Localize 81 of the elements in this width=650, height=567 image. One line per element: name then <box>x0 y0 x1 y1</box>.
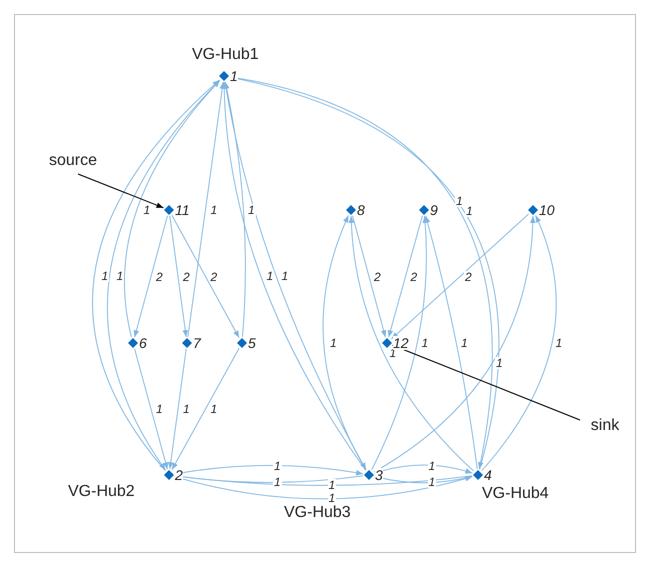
arrow <box>224 81 246 338</box>
edge-label: 2 <box>210 270 218 282</box>
edge-label: 1 <box>420 336 430 348</box>
node-number: 6 <box>139 336 147 350</box>
edge-label: 1 <box>455 194 464 206</box>
leader-arrow <box>392 344 580 420</box>
arrow <box>187 82 225 338</box>
node-number: 2 <box>175 468 183 482</box>
arrow <box>424 215 478 470</box>
edge-label: 1 <box>328 479 336 491</box>
graph-node <box>419 203 438 217</box>
arrow <box>482 214 557 471</box>
graph-node <box>164 203 190 217</box>
node-number: 10 <box>539 203 555 217</box>
arrow <box>388 215 423 338</box>
graph-node <box>237 336 256 350</box>
edge-label: 1 <box>266 270 274 282</box>
hub-label: VG-Hub4 <box>482 486 549 502</box>
edge-label: 1 <box>155 403 164 415</box>
graph-node <box>128 336 147 350</box>
edge-label: 1 <box>142 204 152 216</box>
graph-node <box>346 203 365 217</box>
annotation-text: sink <box>580 415 630 437</box>
node-number: 3 <box>375 468 383 482</box>
edge-label: 1 <box>182 403 191 415</box>
arrow <box>171 214 240 338</box>
annotation-text: source <box>38 150 108 172</box>
leader-arrow <box>78 174 164 208</box>
arrow <box>168 348 187 470</box>
edge-label: 1 <box>116 270 124 282</box>
arrow <box>374 216 536 472</box>
edge-label: 1 <box>273 460 282 472</box>
edge-label: 2 <box>182 270 191 282</box>
graph-node <box>382 336 409 350</box>
hub-label: VG-Hub3 <box>284 505 351 521</box>
node-number: 8 <box>357 203 365 217</box>
graph-node <box>473 468 492 482</box>
arrow <box>390 214 530 340</box>
edge-label: 1 <box>428 476 436 488</box>
arrow <box>374 464 473 474</box>
graph-node <box>528 203 555 217</box>
hub-label: VG-Hub2 <box>68 484 135 500</box>
arrow <box>169 216 188 338</box>
hub-label: VG-Hub1 <box>192 47 259 63</box>
node-number: 12 <box>393 336 409 350</box>
arrow <box>134 215 168 338</box>
arrow <box>371 216 428 470</box>
node-number: 1 <box>230 69 238 83</box>
edge-label: 2 <box>410 270 418 282</box>
edge-label: 2 <box>464 270 473 282</box>
edge-label: 1 <box>328 492 336 504</box>
node-number: 9 <box>430 203 438 217</box>
graph-node <box>182 336 201 350</box>
edge-label: 1 <box>247 204 256 216</box>
edge-label: 2 <box>155 270 164 282</box>
edge-label: 1 <box>210 403 218 415</box>
edge-label: 1 <box>273 476 282 488</box>
arrow <box>352 215 386 338</box>
arrow <box>322 215 366 470</box>
edge-label: 1 <box>428 460 436 472</box>
edge-label: 1 <box>210 204 218 216</box>
arrow <box>134 348 168 470</box>
graph-node <box>219 69 238 83</box>
edge-label: 1 <box>460 336 469 348</box>
arrow <box>174 476 473 500</box>
node-number: 7 <box>193 336 201 350</box>
arrow <box>171 348 240 470</box>
edge-label: 1 <box>465 204 474 216</box>
edge-label: 2 <box>373 270 382 282</box>
node-number: 5 <box>248 336 256 350</box>
edge-label: 1 <box>554 336 564 348</box>
graph-node <box>364 468 383 482</box>
edge-label: 1 <box>100 270 110 282</box>
edge-label: 1 <box>495 356 504 368</box>
graph-node <box>164 468 183 482</box>
node-number: 11 <box>175 203 190 217</box>
edge-label: 1 <box>280 270 290 282</box>
arrow <box>348 216 474 472</box>
edge-label: 1 <box>329 336 338 348</box>
arrow <box>124 80 220 338</box>
node-number: 4 <box>484 468 492 482</box>
